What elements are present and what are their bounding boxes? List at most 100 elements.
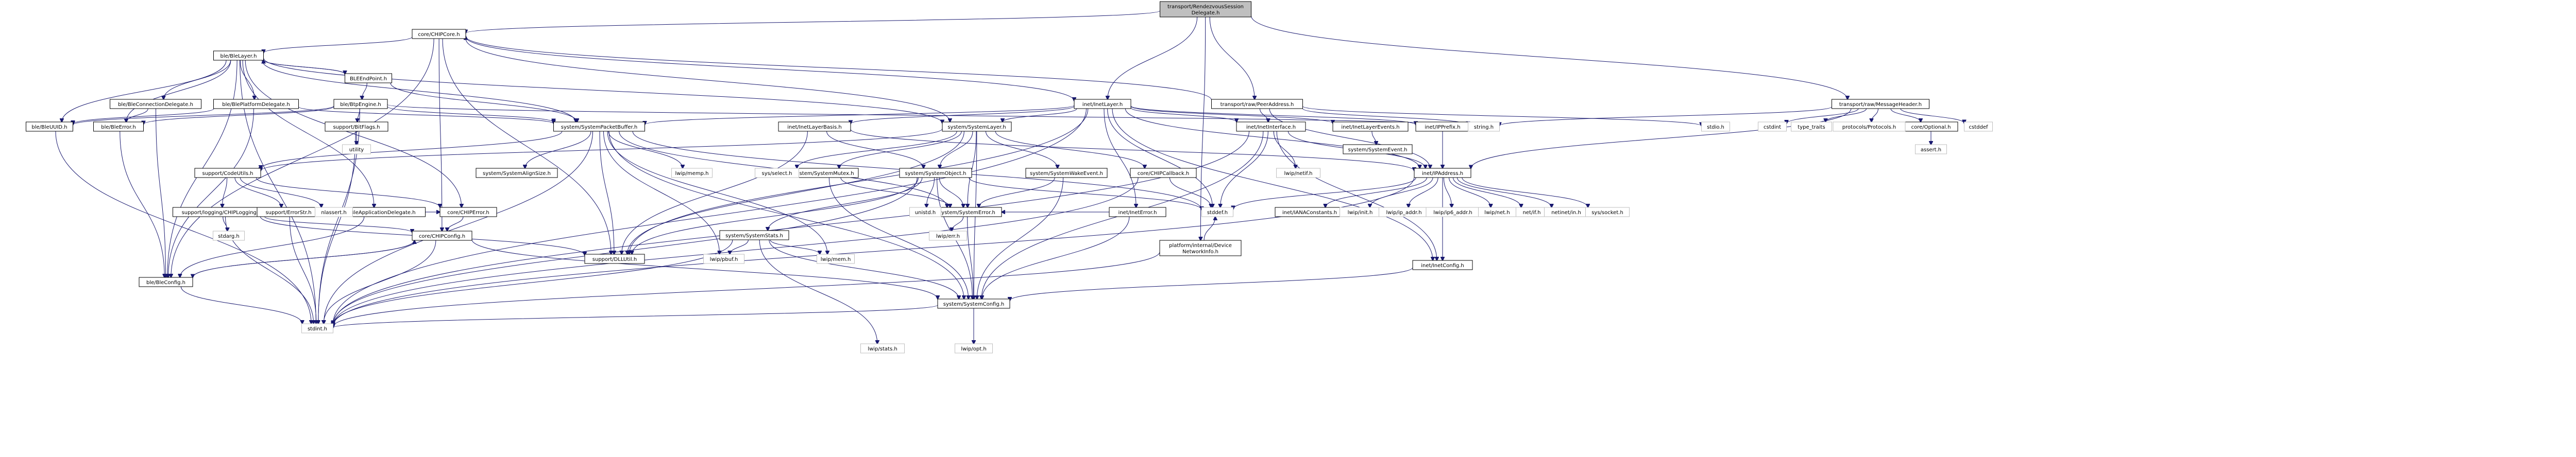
node-bleplatdel[interactable]: ble/BlePlatformDelegate.h <box>213 99 299 109</box>
node-lwipnet[interactable]: lwip/net.h <box>1478 207 1516 217</box>
node-chipconfig[interactable]: core/CHIPConfig.h <box>412 231 472 241</box>
node-chipcallback[interactable]: core/CHIPCallback.h <box>1130 168 1197 178</box>
node-typetraits[interactable]: type_traits <box>1791 121 1832 132</box>
node-syssel[interactable]: sys/select.h <box>755 168 799 178</box>
node-codeutils[interactable]: support/CodeUtils.h <box>194 168 261 178</box>
node-sysobject[interactable]: system/SystemObject.h <box>899 168 972 178</box>
edges-layer <box>55 10 1964 344</box>
node-box <box>937 298 1010 309</box>
node-inetlayerevents[interactable]: inet/InetLayerEvents.h <box>1332 121 1409 132</box>
node-stdarg[interactable]: stdarg.h <box>213 231 245 241</box>
node-stdio[interactable]: stdio.h <box>1701 121 1730 132</box>
node-sysstats[interactable]: system/SystemStats.h <box>719 230 789 240</box>
edge-inetipaddr-to-lwipinit <box>1370 177 1433 207</box>
node-bleconfig[interactable]: ble/BleConfig.h <box>139 277 193 287</box>
edge-inetlayerbasis-to-dlutil <box>622 131 808 254</box>
node-lwipmemp[interactable]: lwip/memp.h <box>671 168 713 178</box>
node-syserror[interactable]: system/SystemError.h <box>932 207 1002 217</box>
edge-blelayer-to-bleplatdel <box>240 60 254 99</box>
edge-inetlayer-to-syslayer <box>1003 108 1077 122</box>
edge-syslayer-to-syssel <box>797 131 957 168</box>
node-errorstr[interactable]: support/ErrorStr.h <box>257 207 320 217</box>
node-netifh[interactable]: net/if.h <box>1516 207 1548 217</box>
edge-msgheader-to-inetipaddr <box>1471 108 1852 168</box>
edge-codeutils-to-logging <box>222 177 228 207</box>
node-netinet[interactable]: netinet/in.h <box>1544 207 1588 217</box>
edge-inetconfig-to-sysconfig <box>1010 267 1413 301</box>
node-bleendpoint[interactable]: BLEEndPoint.h <box>345 73 392 83</box>
node-msgheader[interactable]: transport/raw/MessageHeader.h <box>1832 99 1929 109</box>
node-cstddef[interactable]: cstddef <box>1964 121 1993 132</box>
node-bleuuid[interactable]: ble/BleUUID.h <box>26 121 73 132</box>
node-label: cstdint <box>1764 125 1781 130</box>
node-syssevent[interactable]: system/SystemEvent.h <box>1343 144 1413 154</box>
node-lwipopt[interactable]: lwip/opt.h <box>955 343 993 354</box>
edge-sysobject-to-stddef <box>969 177 1202 210</box>
node-label: protocols/Protocols.h <box>1842 125 1896 130</box>
node-inetiface[interactable]: inet/InetInterface.h <box>1236 121 1306 132</box>
node-syslayer[interactable]: system/SystemLayer.h <box>942 121 1012 132</box>
node-label: system/SystemLayer.h <box>947 125 1006 130</box>
node-peeraddr[interactable]: transport/raw/PeerAddress.h <box>1211 99 1303 109</box>
node-label: inet/InetError.h <box>1118 210 1157 216</box>
node-nlassert[interactable]: nlassert.h <box>315 207 353 217</box>
node-stdint[interactable]: stdint.h <box>301 323 333 333</box>
node-sysconfig[interactable]: system/SystemConfig.h <box>937 298 1010 309</box>
edge-inetlayer-to-inetlayerbasis <box>851 106 1075 124</box>
node-inetlayerbasis[interactable]: inet/InetLayerBasis.h <box>778 121 851 132</box>
node-inetipaddr[interactable]: inet/IPAddress.h <box>1414 168 1471 178</box>
node-dlutil[interactable]: support/DLLUtil.h <box>584 254 645 264</box>
node-sysmutex[interactable]: system/SystemMutex.h <box>789 168 859 178</box>
node-box <box>439 207 497 217</box>
edge-bleconndel-to-bleerror <box>126 108 148 122</box>
node-blerbpe[interactable]: ble/BtpEngine.h <box>333 99 388 109</box>
node-lwipnetif[interactable]: lwip/netif.h <box>1276 168 1320 178</box>
node-box <box>817 254 855 264</box>
node-label: platform/internal/Device <box>1169 243 1232 249</box>
node-chiperror[interactable]: core/CHIPError.h <box>439 207 497 217</box>
node-label: inet/InetConfig.h <box>1421 263 1464 269</box>
node-protocols[interactable]: protocols/Protocols.h <box>1833 121 1906 132</box>
node-ineterror[interactable]: inet/InetError.h <box>1109 207 1166 217</box>
node-box <box>778 121 851 132</box>
node-bleerror[interactable]: ble/BleError.h <box>93 121 144 132</box>
node-ipaddrconst[interactable]: inet/IANAConstants.h <box>1275 207 1345 217</box>
node-sysalign[interactable]: system/SystemAlignSize.h <box>476 168 558 178</box>
node-stringh[interactable]: string.h <box>1468 121 1500 132</box>
edge-inetlayer-to-ipprefix <box>1130 106 1416 125</box>
node-cstdint[interactable]: cstdint <box>1758 121 1787 132</box>
edge-inetiface-to-stddef <box>1221 131 1268 207</box>
edge-inetipaddr-to-stddef <box>1233 177 1416 209</box>
node-lwipstats[interactable]: lwip/stats.h <box>860 343 905 354</box>
node-chipcore[interactable]: core/CHIPCore.h <box>412 29 466 39</box>
edge-blerbpe-to-syspktbuf <box>387 106 554 122</box>
edge-syslayer-to-sysmutex <box>839 131 962 168</box>
node-coreoptional[interactable]: core/Optional.h <box>1904 121 1958 132</box>
edge-inetlayer-to-inetconfig <box>1112 108 1433 260</box>
node-utility[interactable]: utility <box>342 144 371 154</box>
node-lwiperr[interactable]: lwip/err.h <box>929 231 967 241</box>
node-stddef[interactable]: stddef.h <box>1201 207 1233 217</box>
node-syssocket[interactable]: sys/socket.h <box>1585 207 1630 217</box>
edge-inetiface-to-stdint <box>333 131 1249 325</box>
node-inetconfig[interactable]: inet/InetConfig.h <box>1412 260 1473 270</box>
edge-inetiface-to-inetconfig <box>1276 131 1437 260</box>
node-ipprefix[interactable]: inet/IPPrefix.h <box>1415 121 1470 132</box>
node-asserth[interactable]: assert.h <box>1915 144 1947 154</box>
node-inetlayer[interactable]: inet/InetLayer.h <box>1074 99 1131 109</box>
node-lwippbuf[interactable]: lwip/pbuf.h <box>703 254 744 264</box>
node-bleconndel[interactable]: ble/BleConnectionDelegate.h <box>110 99 201 109</box>
node-box <box>703 254 744 264</box>
node-syswake[interactable]: system/SystemWakeEvent.h <box>1025 168 1108 178</box>
node-blelayer[interactable]: ble/BleLayer.h <box>213 50 264 61</box>
node-lwipinit[interactable]: lwip/init.h <box>1340 207 1381 217</box>
node-unistd[interactable]: unistd.h <box>909 207 941 217</box>
node-lwipmem[interactable]: lwip/mem.h <box>817 254 855 264</box>
node-lwipipaddr[interactable]: lwip/ip_addr.h <box>1379 207 1429 217</box>
node-lwipip6[interactable]: lwip/ip6_addr.h <box>1426 207 1480 217</box>
node-logging[interactable]: support/logging/CHIPLogging.h <box>173 207 270 217</box>
edge-bleconndel-to-bleconfig <box>156 108 166 277</box>
node-syspktbuf[interactable]: system/SystemPacketBuffer.h <box>553 121 645 132</box>
node-bitflags[interactable]: support/BitFlags.h <box>325 121 388 132</box>
